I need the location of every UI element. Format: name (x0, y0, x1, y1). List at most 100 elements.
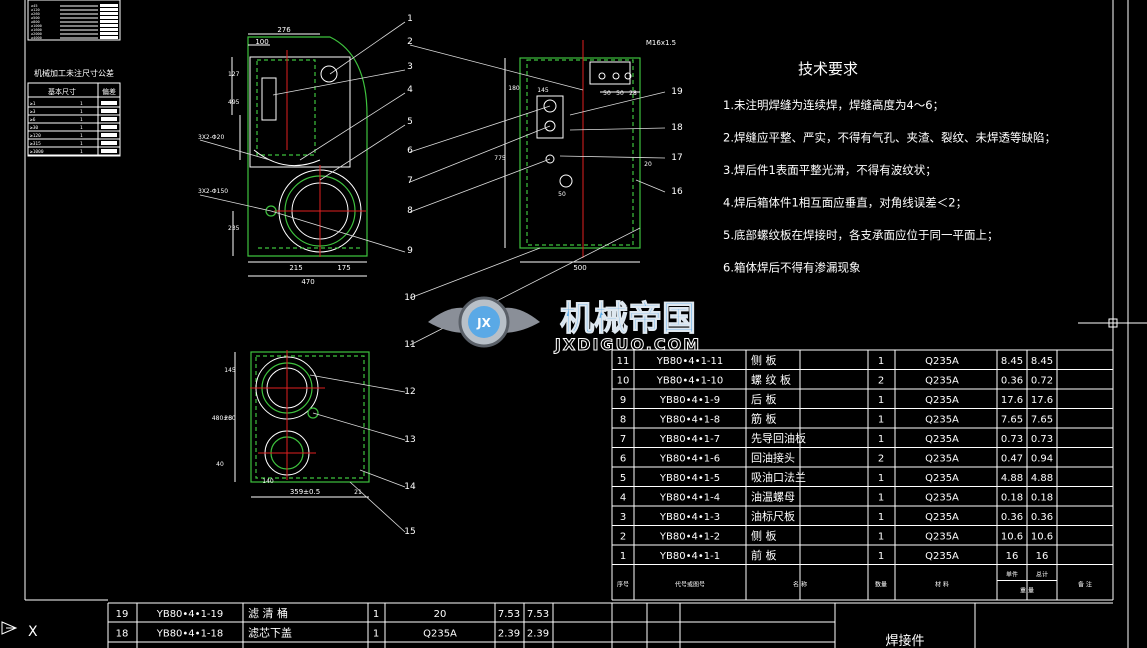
parts-row-material: Q235A (925, 454, 959, 465)
parts-row-code: YB80•4•1-11 (656, 356, 724, 367)
logo-main-text: 机械帝国 (560, 299, 696, 339)
parts-row-no: 11 (617, 356, 630, 367)
parts-row-code: YB80•4•1-1 (659, 551, 720, 562)
parts-row-material: Q235A (925, 356, 959, 367)
parts-row-total: 10.6 (1031, 532, 1053, 543)
parts-row-no: 10 (617, 376, 630, 387)
ucs-x-label: X (28, 624, 38, 640)
parts-header-weight: 重 量 (1020, 587, 1034, 595)
parts-row-no: 2 (620, 532, 626, 543)
tech-title: 技术要求 (798, 60, 858, 78)
parts-row-qty: 1 (878, 356, 884, 367)
tolerance-row-value: 1 (80, 141, 83, 147)
tolerance-row-value: 1 (80, 109, 83, 115)
parts-row-total: 0.94 (1031, 454, 1053, 465)
parts-row-code: YB80•4•1-6 (659, 454, 720, 465)
tolerance-row-range: ≥1000 (30, 149, 44, 155)
parts-row-total: 16 (1036, 551, 1049, 562)
tolerance-row-range: ≥3 (30, 109, 36, 115)
parts-header-code: 代号或图号 (675, 581, 705, 589)
callout-number: 11 (404, 340, 415, 350)
tech-item: 5.底部螺纹板在焊接时，各支承面应位于同一平面上； (723, 228, 998, 242)
parts-row-name: 先导回油板 (751, 431, 806, 445)
parts-row-qty: 2 (878, 454, 884, 465)
dim-top-480: 480±3 (212, 415, 232, 422)
dim-front-215: 215 (289, 264, 302, 272)
parts-row-no: 6 (620, 454, 626, 465)
parts-row-material: Q235A (925, 512, 959, 523)
parts-row-code: YB80•4•1-2 (659, 532, 720, 543)
tolerance-row-range: ≥6 (30, 117, 36, 123)
parts-row-no: 3 (620, 512, 626, 523)
parts-row-name: 后 板 (751, 392, 777, 406)
parts-row-unit: 0.73 (1001, 434, 1023, 445)
parts-row-unit: 16 (1006, 551, 1019, 562)
leader-lines: 3X2-Φ20 3X2-Φ150 (198, 21, 666, 533)
tolerance-top-row: ≥1000 (31, 24, 42, 28)
callout-number: 10 (404, 293, 416, 303)
parts-row-no: 1 (620, 551, 626, 562)
callout-number: 12 (404, 387, 415, 397)
crosshair-cursor-icon (1078, 290, 1147, 358)
parts-row-qty: 1 (878, 551, 884, 562)
callout-number: 17 (671, 153, 682, 163)
parts-row-qty: 1 (878, 532, 884, 543)
dim-side-50a: 50 (603, 90, 611, 97)
parts-row-code: YB80•4•1-10 (656, 376, 724, 387)
bottom-row-material: 20 (434, 609, 447, 620)
callout-number: 4 (407, 85, 413, 95)
dim-front-495: 495 (228, 99, 240, 106)
parts-row-material: Q235A (925, 473, 959, 484)
top-view: 145 260 480±3 140 359±0.5 21 40 (212, 350, 370, 498)
tech-item: 3.焊后件1表面平整光滑，不得有波纹状； (723, 163, 937, 177)
tolerance-row-value: 1 (80, 125, 83, 131)
callout-number: 8 (407, 206, 413, 216)
parts-header-name: 名 称 (793, 581, 807, 589)
dim-top-260: 260 (224, 415, 236, 422)
tolerance-header-dev: 偏差 (102, 87, 116, 96)
bottom-row-no: 18 (116, 629, 129, 640)
callout-number: 5 (407, 117, 413, 127)
parts-row-material: Q235A (925, 493, 959, 504)
note-3x2-150: 3X2-Φ150 (198, 188, 228, 195)
parts-row-no: 4 (620, 493, 626, 504)
bottom-row-total: 2.39 (527, 629, 549, 640)
parts-row-qty: 1 (878, 493, 884, 504)
callout-number: 16 (671, 187, 683, 197)
parts-row-code: YB80•4•1-5 (659, 473, 720, 484)
bottom-row-unit: 7.53 (498, 609, 520, 620)
dim-front-175: 175 (337, 264, 350, 272)
tolerance-top-row: ≥800 (31, 20, 40, 24)
tolerance-table: ≥45≥120≥260≥500≥800≥1000≥1600≥2000≥4000 … (27, 0, 121, 157)
callout-number: 2 (407, 37, 413, 47)
tolerance-row-range: ≥315 (30, 141, 41, 147)
parts-row-qty: 1 (878, 473, 884, 484)
tech-item: 2.焊缝应平整、严实，不得有气孔、夹渣、裂纹、未焊透等缺陷； (723, 131, 1056, 145)
tolerance-row-value: 1 (80, 133, 83, 139)
bottom-row-total: 7.53 (527, 609, 549, 620)
callout-number: 15 (404, 527, 415, 537)
dim-side-50c: 50 (558, 191, 566, 198)
tolerance-top-row: ≥2000 (31, 32, 42, 36)
bottom-row-code: YB80•4•1-18 (156, 629, 224, 640)
dim-side-145: 145 (537, 87, 549, 94)
tolerance-top-row: ≥500 (31, 16, 40, 20)
parts-row-unit: 0.36 (1001, 512, 1023, 523)
watermark-logo: JX 机械帝国 JXDIGUO.COM (428, 296, 700, 355)
dim-top-359: 359±0.5 (290, 488, 320, 496)
parts-row-total: 17.6 (1031, 395, 1053, 406)
bottom-row-name: 滤 清 桶 (248, 606, 288, 620)
parts-row-qty: 1 (878, 512, 884, 523)
tech-item: 4.焊后箱体件1相互面应垂直，对角线误差＜2； (723, 196, 967, 210)
parts-row-no: 8 (620, 415, 626, 426)
tech-item: 1.未注明焊缝为连续焊，焊缝高度为4～6； (723, 98, 944, 112)
tolerance-row-value: 1 (80, 117, 83, 123)
parts-row-total: 8.45 (1031, 356, 1053, 367)
parts-row-material: Q235A (925, 376, 959, 387)
parts-header-material: 材 料 (935, 581, 949, 589)
callout-number: 13 (404, 435, 415, 445)
bottom-row-unit: 2.39 (498, 629, 520, 640)
